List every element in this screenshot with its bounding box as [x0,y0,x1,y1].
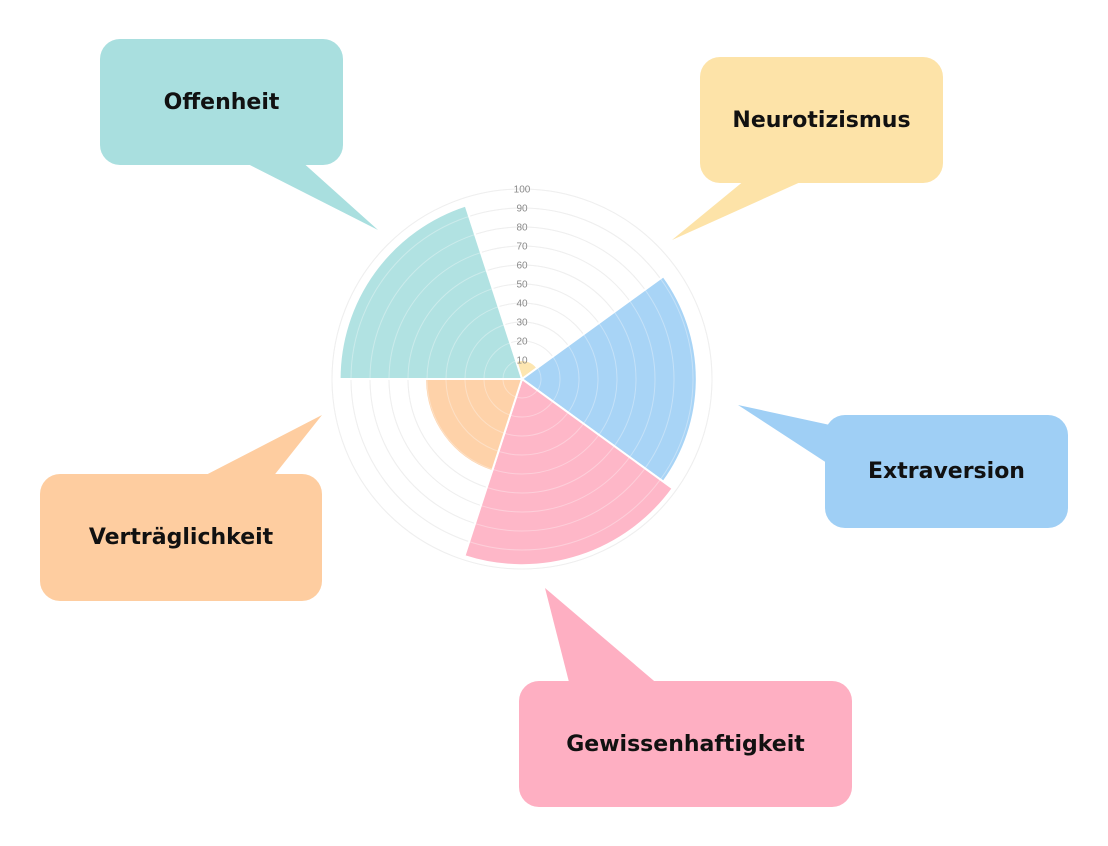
callout-label: Verträglichkeit [88,525,274,550]
callout-vertraeglichkeit: Verträglichkeit [40,474,322,601]
callout-label: Extraversion [868,459,1025,484]
chart-tick-labels: 10 20 30 40 50 60 70 80 90 100 [514,185,531,367]
grid-ring-overlay [369,226,675,532]
grid-ring-overlay [483,340,561,418]
callout-extraversion: Extraversion [825,415,1068,528]
grid-ring-overlay [445,302,599,456]
sector-offenheit [338,204,524,380]
grid-ring-overlay [331,188,713,570]
tick-label: 90 [516,204,528,215]
grid-ring-overlay [464,321,580,437]
callout-pointer [738,405,830,465]
grid-ring-overlay [350,207,694,551]
grid-ring [331,188,713,570]
callout-gewissenhaftigkeit: Gewissenhaftigkeit [519,681,852,807]
callout-label: Gewissenhaftigkeit [566,731,805,757]
sector-extraversion [520,274,698,484]
tick-label: 70 [516,242,528,253]
tick-label: 40 [516,299,528,310]
grid-ring-overlay [388,245,656,513]
callout-pointer [672,180,805,240]
chart-sectors [331,188,713,570]
sector-gewissenhaftigkeit [463,377,675,567]
grid-ring-overlay [426,283,618,475]
tick-label: 10 [516,356,528,367]
callout-pointers [200,160,830,686]
tick-label: 20 [516,337,528,348]
tick-label: 100 [514,185,531,196]
callout-offenheit: Offenheit [100,39,343,165]
tick-label: 60 [516,261,528,272]
grid-ring-overlay [407,264,637,494]
tick-label: 80 [516,223,528,234]
callout-pointer [545,588,660,686]
callout-neurotizismus: Neurotizismus [700,57,943,183]
callout-label: Neurotizismus [732,107,911,133]
callout-pointer [200,415,322,478]
sector-verträglichkeit [424,378,524,473]
grid-ring-overlay [502,359,542,399]
tick-label: 30 [516,318,528,329]
tick-label: 50 [516,280,528,291]
callout-label: Offenheit [163,89,280,115]
callout-pointer [240,160,378,230]
